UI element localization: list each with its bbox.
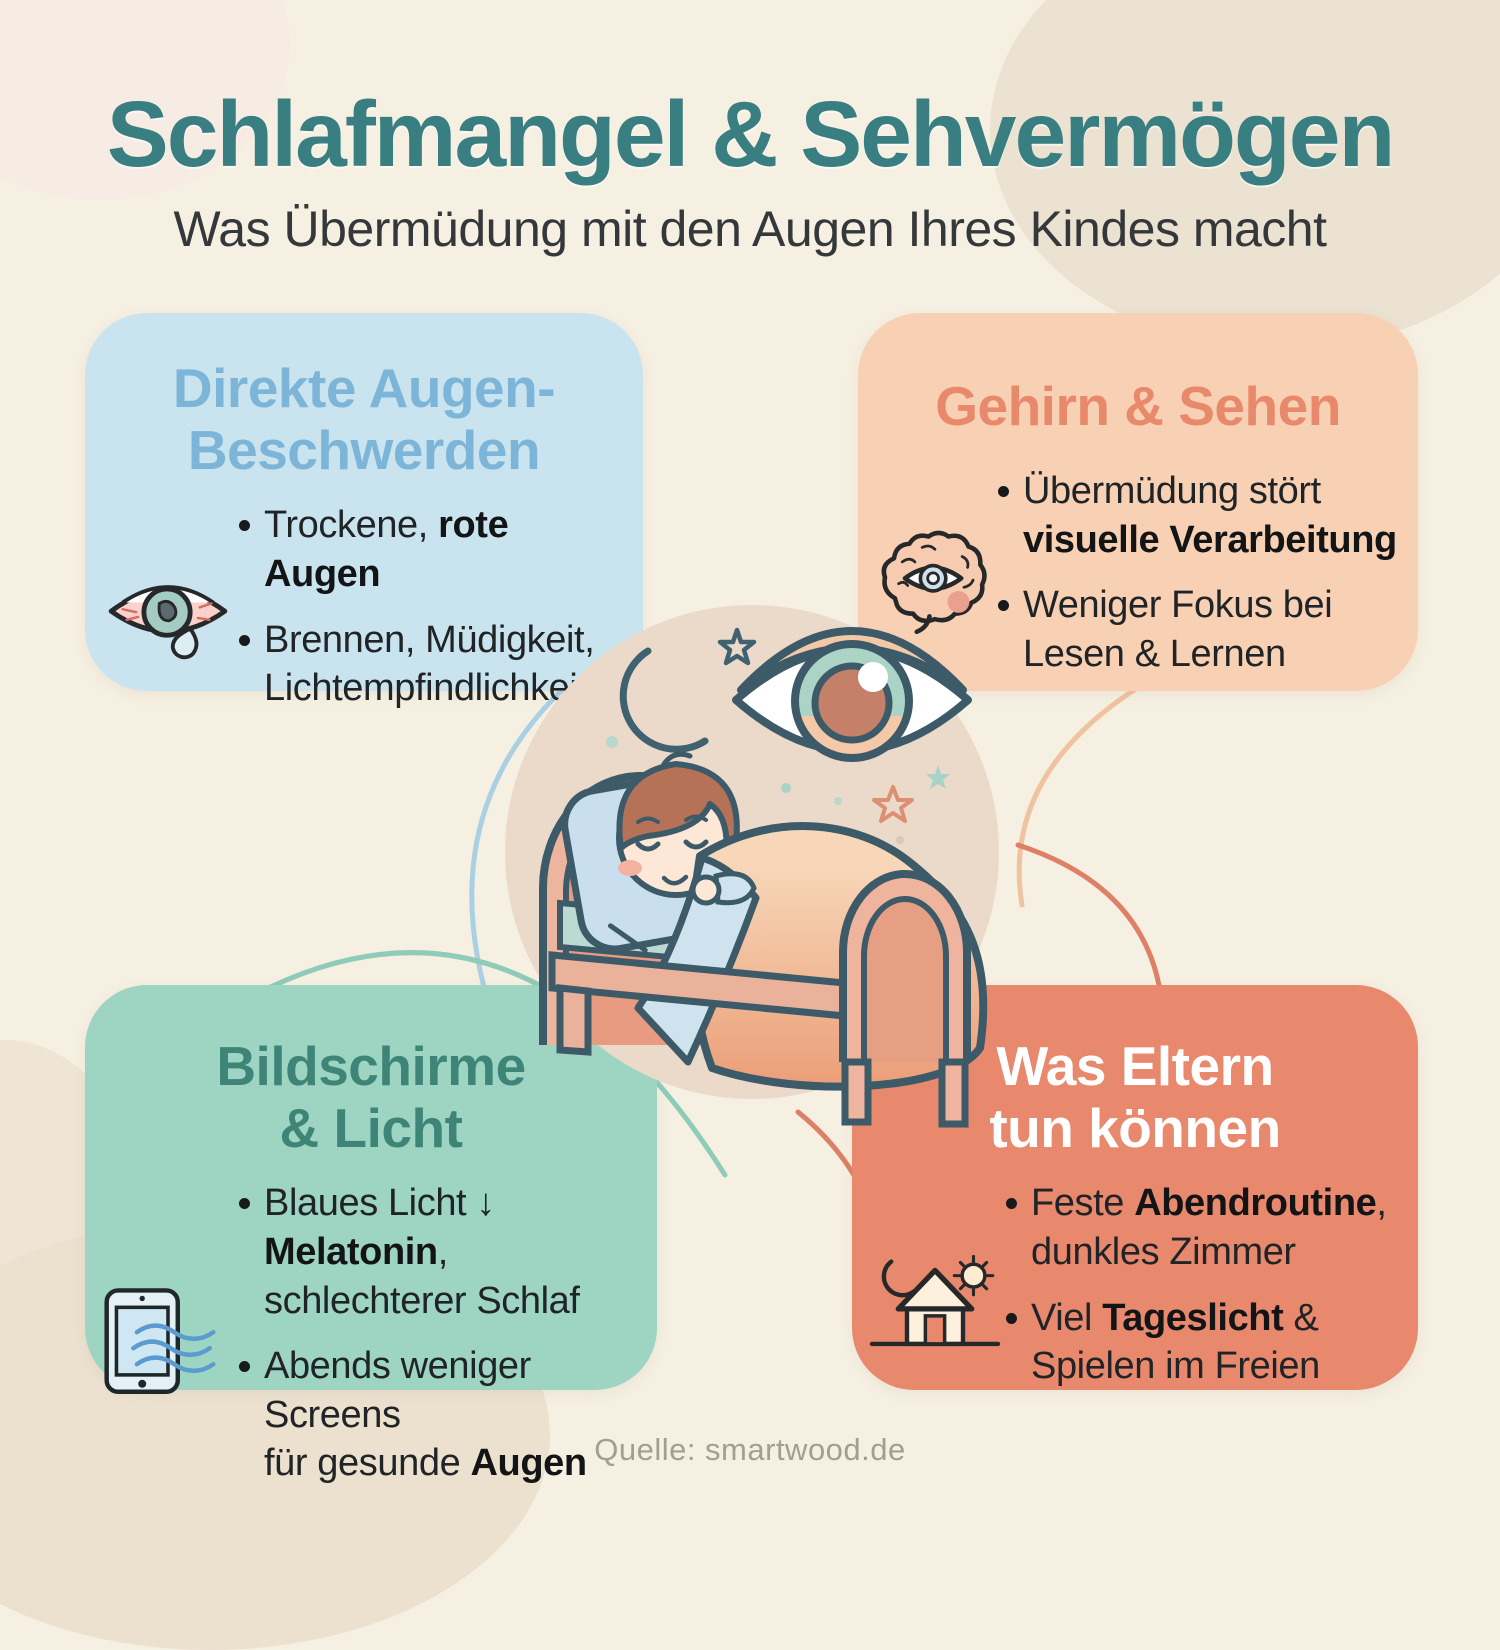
- list-item: Weniger Fokus bei Lesen & Lernen: [998, 581, 1402, 678]
- card-was-eltern-tun-koennen: Was Eltern tun können Feste Abendroutine…: [852, 985, 1418, 1390]
- list-item: Übermüdung stört visuelle Verarbeitung: [998, 467, 1402, 564]
- bullet-text: Viel Tageslicht & Spielen im Freien: [1031, 1296, 1320, 1388]
- list-item: Brennen, Müdigkeit, Lichtempfindlichkeit: [239, 616, 627, 713]
- bullet-list: Feste Abendroutine, dunkles Zimmer Viel …: [1006, 1179, 1408, 1408]
- card-title: Was Eltern tun können: [989, 1035, 1281, 1160]
- bullet-list: Trockene, rote Augen Brennen, Müdigkeit,…: [239, 501, 633, 730]
- list-item: Feste Abendroutine, dunkles Zimmer: [1006, 1179, 1402, 1276]
- card-direkte-augen-beschwerden: Direkte Augen- Beschwerden Trockene, rot…: [85, 313, 643, 709]
- header: Schlafmangel & Sehvermögen Was Übermüdun…: [0, 82, 1500, 258]
- page-title: Schlafmangel & Sehvermögen: [106, 82, 1396, 186]
- bullet-text: Feste Abendroutine, dunkles Zimmer: [1031, 1182, 1387, 1273]
- bullet-dot: [998, 600, 1009, 612]
- bullet-dot: [998, 486, 1009, 498]
- card-title: Direkte Augen- Beschwerden: [172, 357, 556, 482]
- bullet-dot: [1006, 1198, 1017, 1210]
- star-icon-salmon: [872, 785, 914, 823]
- brain-with-eye-icon: [870, 524, 998, 638]
- bullet-text: Trockene, rote Augen: [264, 504, 509, 595]
- list-item: Trockene, rote Augen: [239, 501, 627, 598]
- connector-arc-peach: [1016, 677, 1153, 908]
- bullet-text: Abends weniger Screens für gesunde Augen: [264, 1345, 587, 1485]
- star-icon: [717, 627, 757, 666]
- bullet-list: Blaues Licht ↓ Melatonin, schlechterer S…: [239, 1179, 647, 1505]
- bullet-text: Weniger Fokus bei Lesen & Lernen: [1023, 584, 1333, 676]
- list-item: Blaues Licht ↓ Melatonin, schlechterer S…: [239, 1179, 641, 1325]
- card-title: Gehirn & Sehen: [935, 375, 1341, 437]
- tablet-blue-light-icon: [97, 1286, 239, 1398]
- connector-arc-salmon: [1015, 842, 1165, 1008]
- center-illustration: [505, 605, 999, 1128]
- bullet-dot: [1006, 1312, 1017, 1324]
- list-item: Viel Tageslicht & Spielen im Freien: [1006, 1294, 1402, 1391]
- dot-decor: [896, 836, 904, 844]
- crying-bloodshot-eye-icon: [97, 563, 239, 669]
- crescent-moon-icon: [619, 647, 709, 753]
- house-day-night-icon: [864, 1230, 1006, 1358]
- bed-leg-left: [556, 984, 592, 1056]
- bullet-text: Blaues Licht ↓ Melatonin, schlechterer S…: [264, 1182, 580, 1322]
- dot-decor: [834, 797, 842, 805]
- card-gehirn-und-sehen: Gehirn & Sehen Übermüdung stört visuelle…: [858, 313, 1418, 691]
- bed-leg-front-right: [938, 1058, 969, 1128]
- footboard-panel: [861, 896, 949, 1062]
- bed-leg-front-left: [841, 1058, 872, 1126]
- bullet-text: Übermüdung stört visuelle Verarbeitung: [1023, 470, 1397, 561]
- sleeve: [713, 871, 757, 906]
- connector-arc-teal: [242, 950, 728, 1178]
- star-icon-teal: [926, 765, 950, 789]
- page-subtitle: Was Übermüdung mit den Augen Ihres Kinde…: [173, 200, 1327, 257]
- bullet-dot: [239, 520, 250, 532]
- bullet-dot: [239, 1198, 250, 1210]
- dot-decor: [606, 736, 618, 748]
- bullet-dot: [239, 634, 250, 646]
- bullet-text: Brennen, Müdigkeit, Lichtempfindlichkeit: [264, 618, 595, 710]
- sleeping-child-in-bed-illustration: [539, 751, 988, 1128]
- bullet-dot: [239, 1361, 250, 1373]
- hand: [690, 874, 722, 906]
- list-item: Abends weniger Screens für gesunde Augen: [239, 1342, 641, 1488]
- dot-decor: [781, 783, 791, 793]
- card-title: Bildschirme & Licht: [216, 1035, 526, 1160]
- source-credit: Quelle: smartwood.de: [594, 1432, 906, 1467]
- bullet-list: Übermüdung stört visuelle Verarbeitung W…: [998, 467, 1408, 696]
